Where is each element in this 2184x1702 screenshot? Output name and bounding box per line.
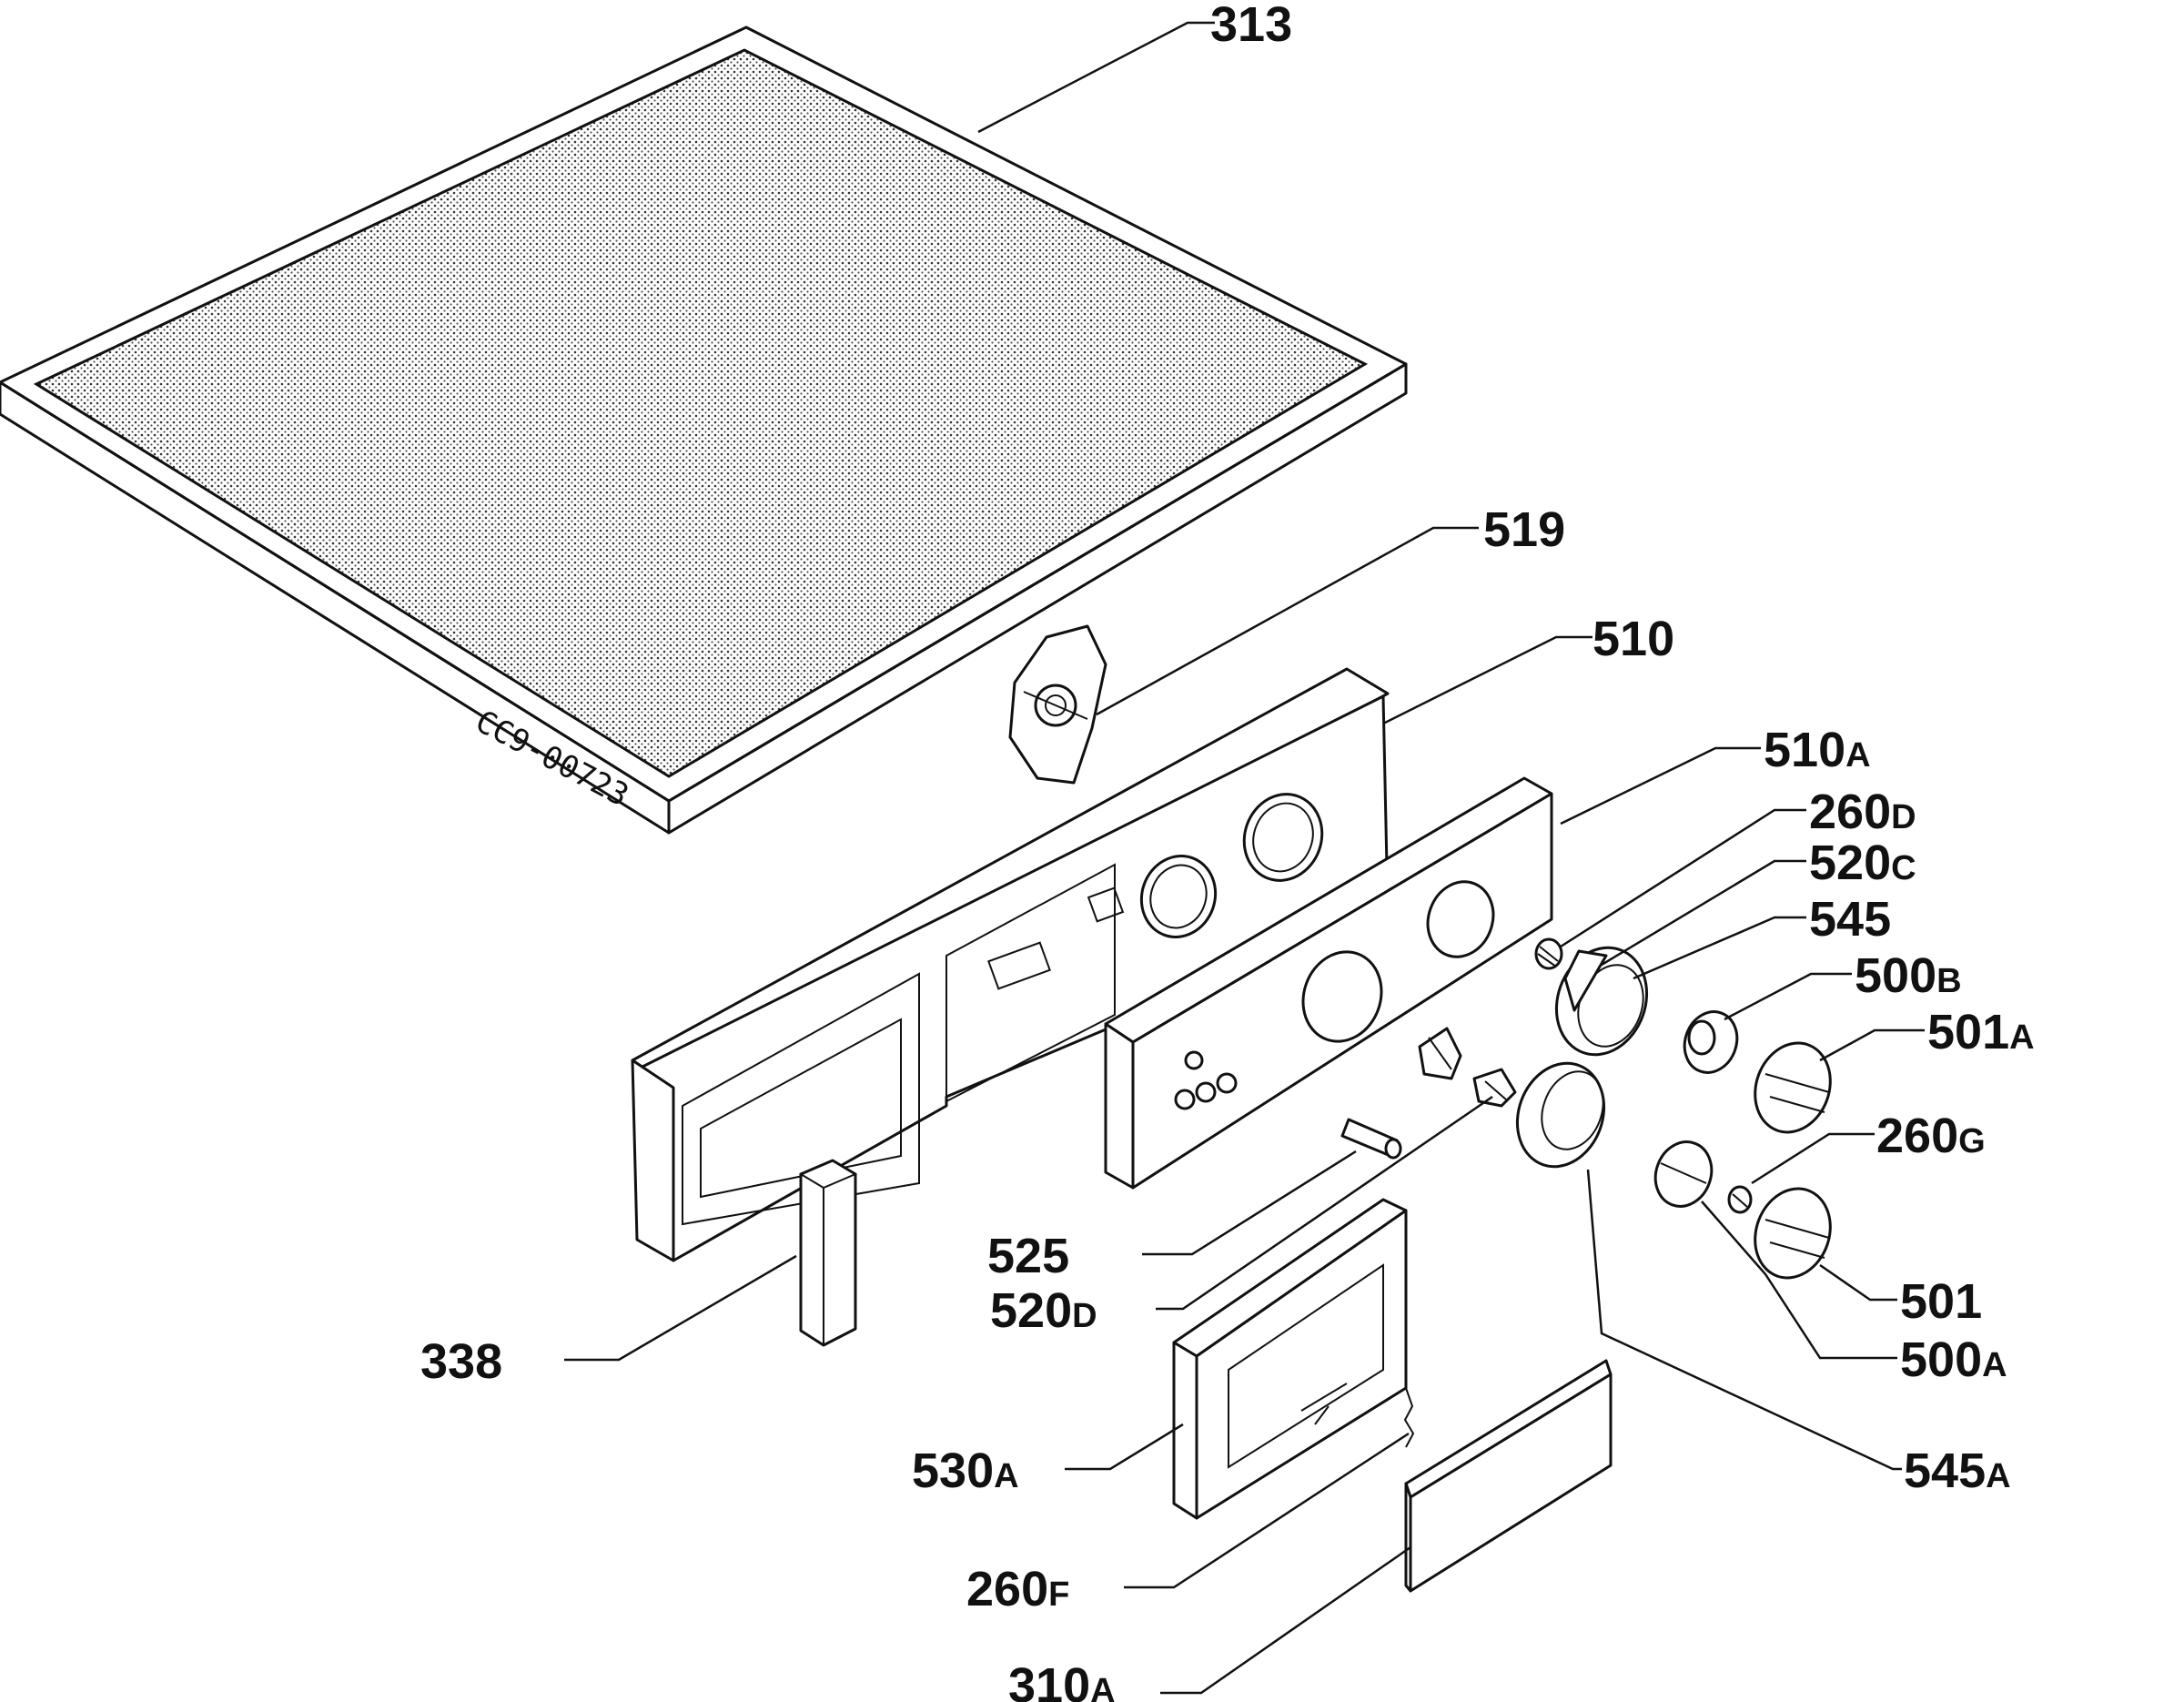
part-260d-spring: [1534, 937, 1563, 970]
part-260f-spring: [1403, 1387, 1415, 1448]
part-501-knob: [1754, 1187, 1832, 1280]
part-labels: 313 519 510 510A 260D 520C 545 500B 501A…: [420, 0, 2035, 1702]
part-500b-knob-base: [1683, 1010, 1739, 1074]
part-525-pin: [1340, 1118, 1402, 1160]
part-313-top-cover: [0, 25, 1408, 835]
label-545a: 545A: [1904, 1444, 2011, 1498]
label-260d: 260D: [1809, 785, 1916, 839]
part-260g-spring: [1727, 1185, 1753, 1214]
label-520d: 520D: [990, 1283, 1097, 1338]
part-519-selector-mechanism: [1008, 624, 1107, 785]
part-510a-front-panel: [1104, 776, 1553, 1190]
part-520d-cam: [1472, 1068, 1517, 1108]
label-510: 510: [1592, 612, 1674, 666]
part-520c-holder: [1418, 1027, 1462, 1080]
label-530a: 530A: [912, 1444, 1019, 1498]
part-338-clip: [798, 1159, 858, 1347]
leader-lines: [564, 21, 1925, 1695]
part-500a-knob-base: [1653, 1140, 1714, 1208]
label-500b: 500B: [1855, 948, 1962, 1003]
label-310a: 310A: [1008, 1658, 1116, 1702]
part-545a-knob-ring: [1515, 1061, 1606, 1169]
label-260g: 260G: [1876, 1109, 1986, 1163]
part-310a-flap: [1404, 1359, 1613, 1593]
label-525: 525: [987, 1229, 1069, 1283]
label-519: 519: [1483, 502, 1565, 557]
label-501a: 501A: [1927, 1005, 2035, 1059]
part-545-knob-ring: [1554, 946, 1649, 1057]
label-338: 338: [420, 1334, 502, 1389]
label-501: 501: [1900, 1274, 1982, 1329]
label-500a: 500A: [1900, 1332, 2007, 1387]
part-501a-knob: [1754, 1041, 1832, 1134]
part-510-control-panel-frame: [631, 667, 1390, 1262]
label-520c: 520C: [1809, 836, 1916, 890]
label-545: 545: [1809, 892, 1891, 947]
part-530a-door-frame: [1172, 1198, 1408, 1520]
label-260f: 260F: [966, 1562, 1069, 1616]
label-313: 313: [1210, 0, 1292, 52]
label-510a: 510A: [1764, 723, 1871, 777]
